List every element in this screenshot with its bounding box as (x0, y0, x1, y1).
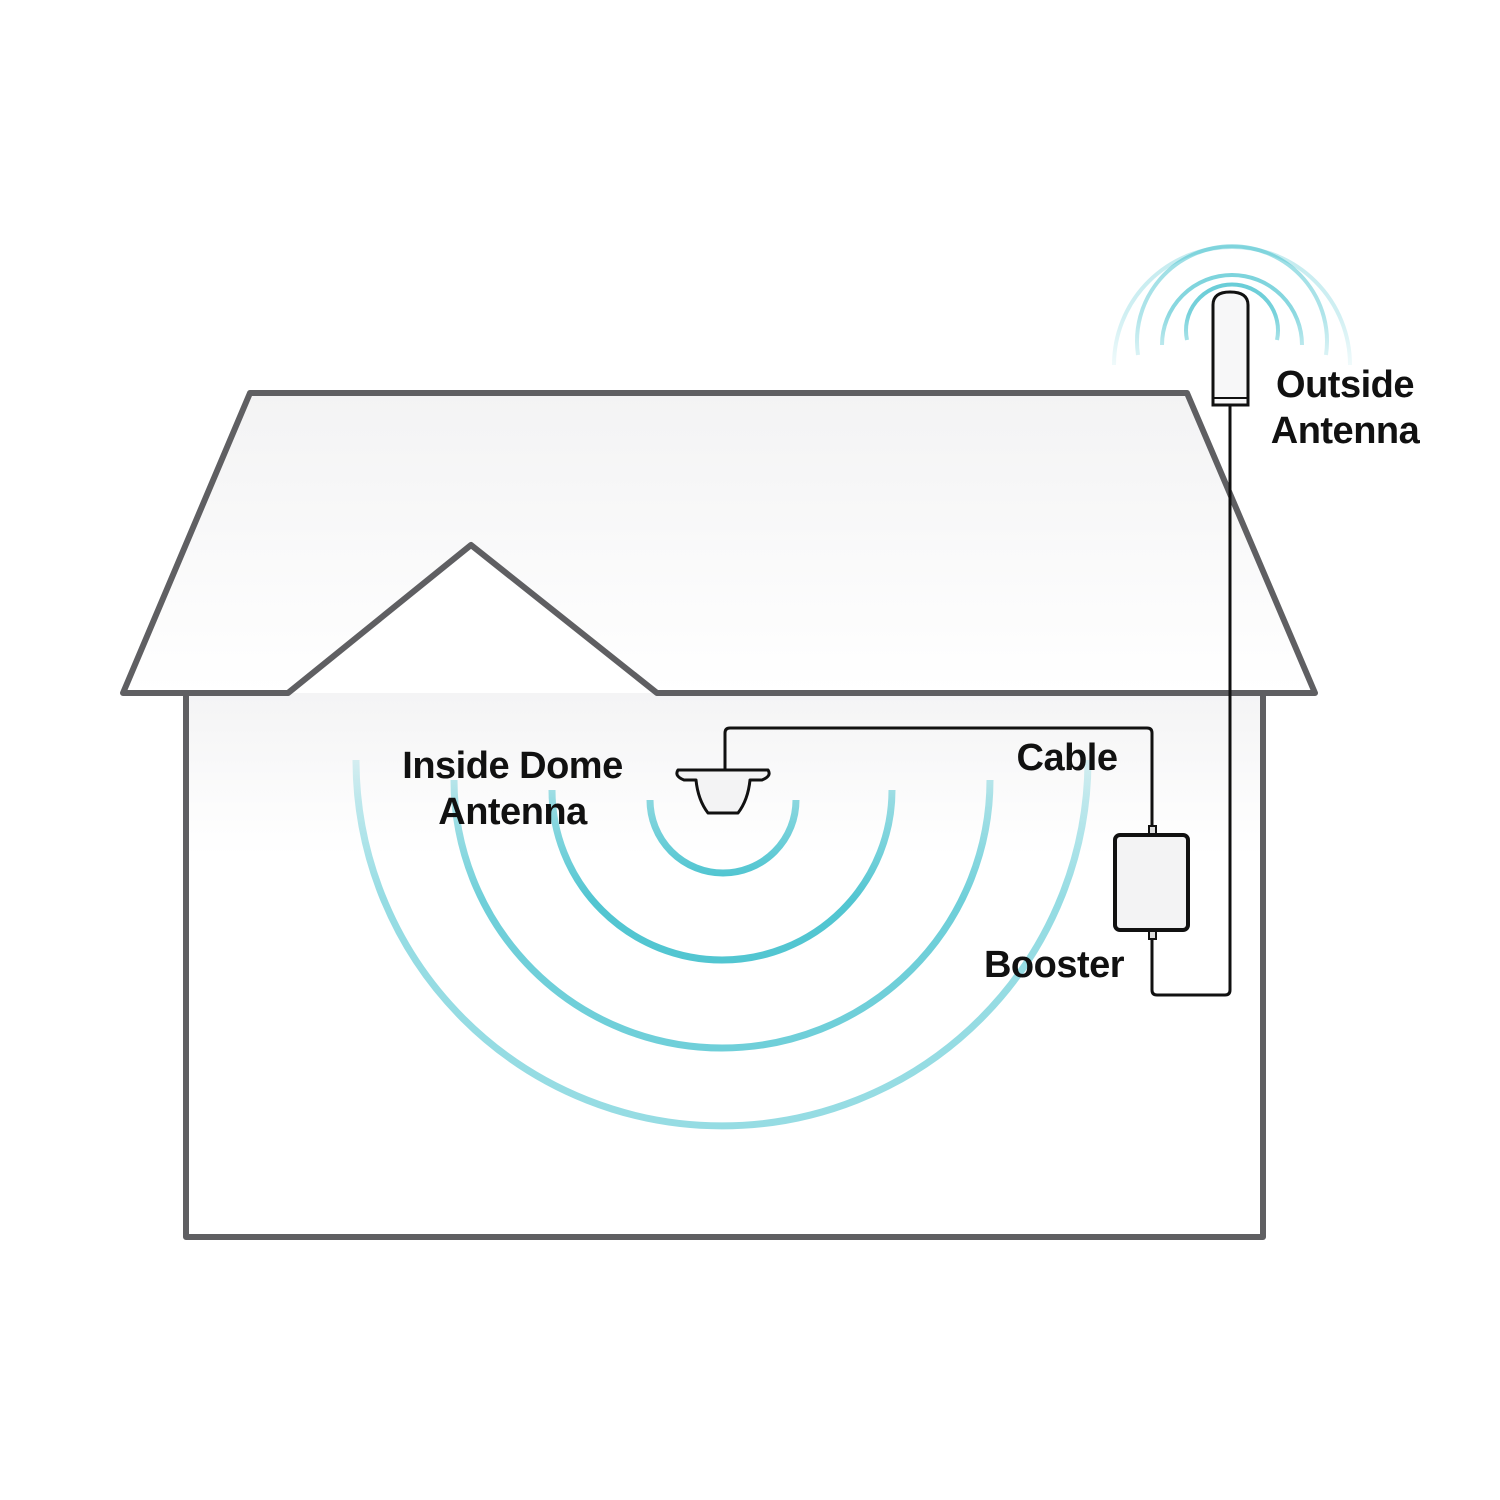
booster-unit (1113, 825, 1190, 940)
inside-dome-antenna-label: Inside Dome Antenna (380, 743, 645, 835)
wave-ring-2 (548, 789, 896, 964)
booster-label: Booster (983, 944, 1125, 986)
cable-line (723, 405, 1232, 997)
wave-ring-3 (450, 779, 994, 1052)
cable-label: Cable (1016, 737, 1118, 779)
outside-antenna (1211, 290, 1250, 407)
house-roof (120, 390, 1318, 696)
dome-antenna (675, 768, 771, 815)
wave-ring-1 (646, 799, 800, 877)
inside-signal-waves (352, 759, 1092, 1130)
outside-antenna-label: Outside Antenna (1255, 362, 1435, 454)
wave-ring-4 (352, 759, 1092, 1130)
ring-4 (1112, 245, 1352, 366)
label-line: Antenna (1270, 410, 1420, 452)
ring-2 (1160, 273, 1304, 346)
outside-signal-rings (1112, 244, 1352, 366)
label-line: Inside Dome (402, 745, 623, 787)
label-line: Outside (1276, 364, 1414, 406)
ring-1 (1184, 282, 1280, 341)
label-line: Antenna (438, 791, 587, 833)
